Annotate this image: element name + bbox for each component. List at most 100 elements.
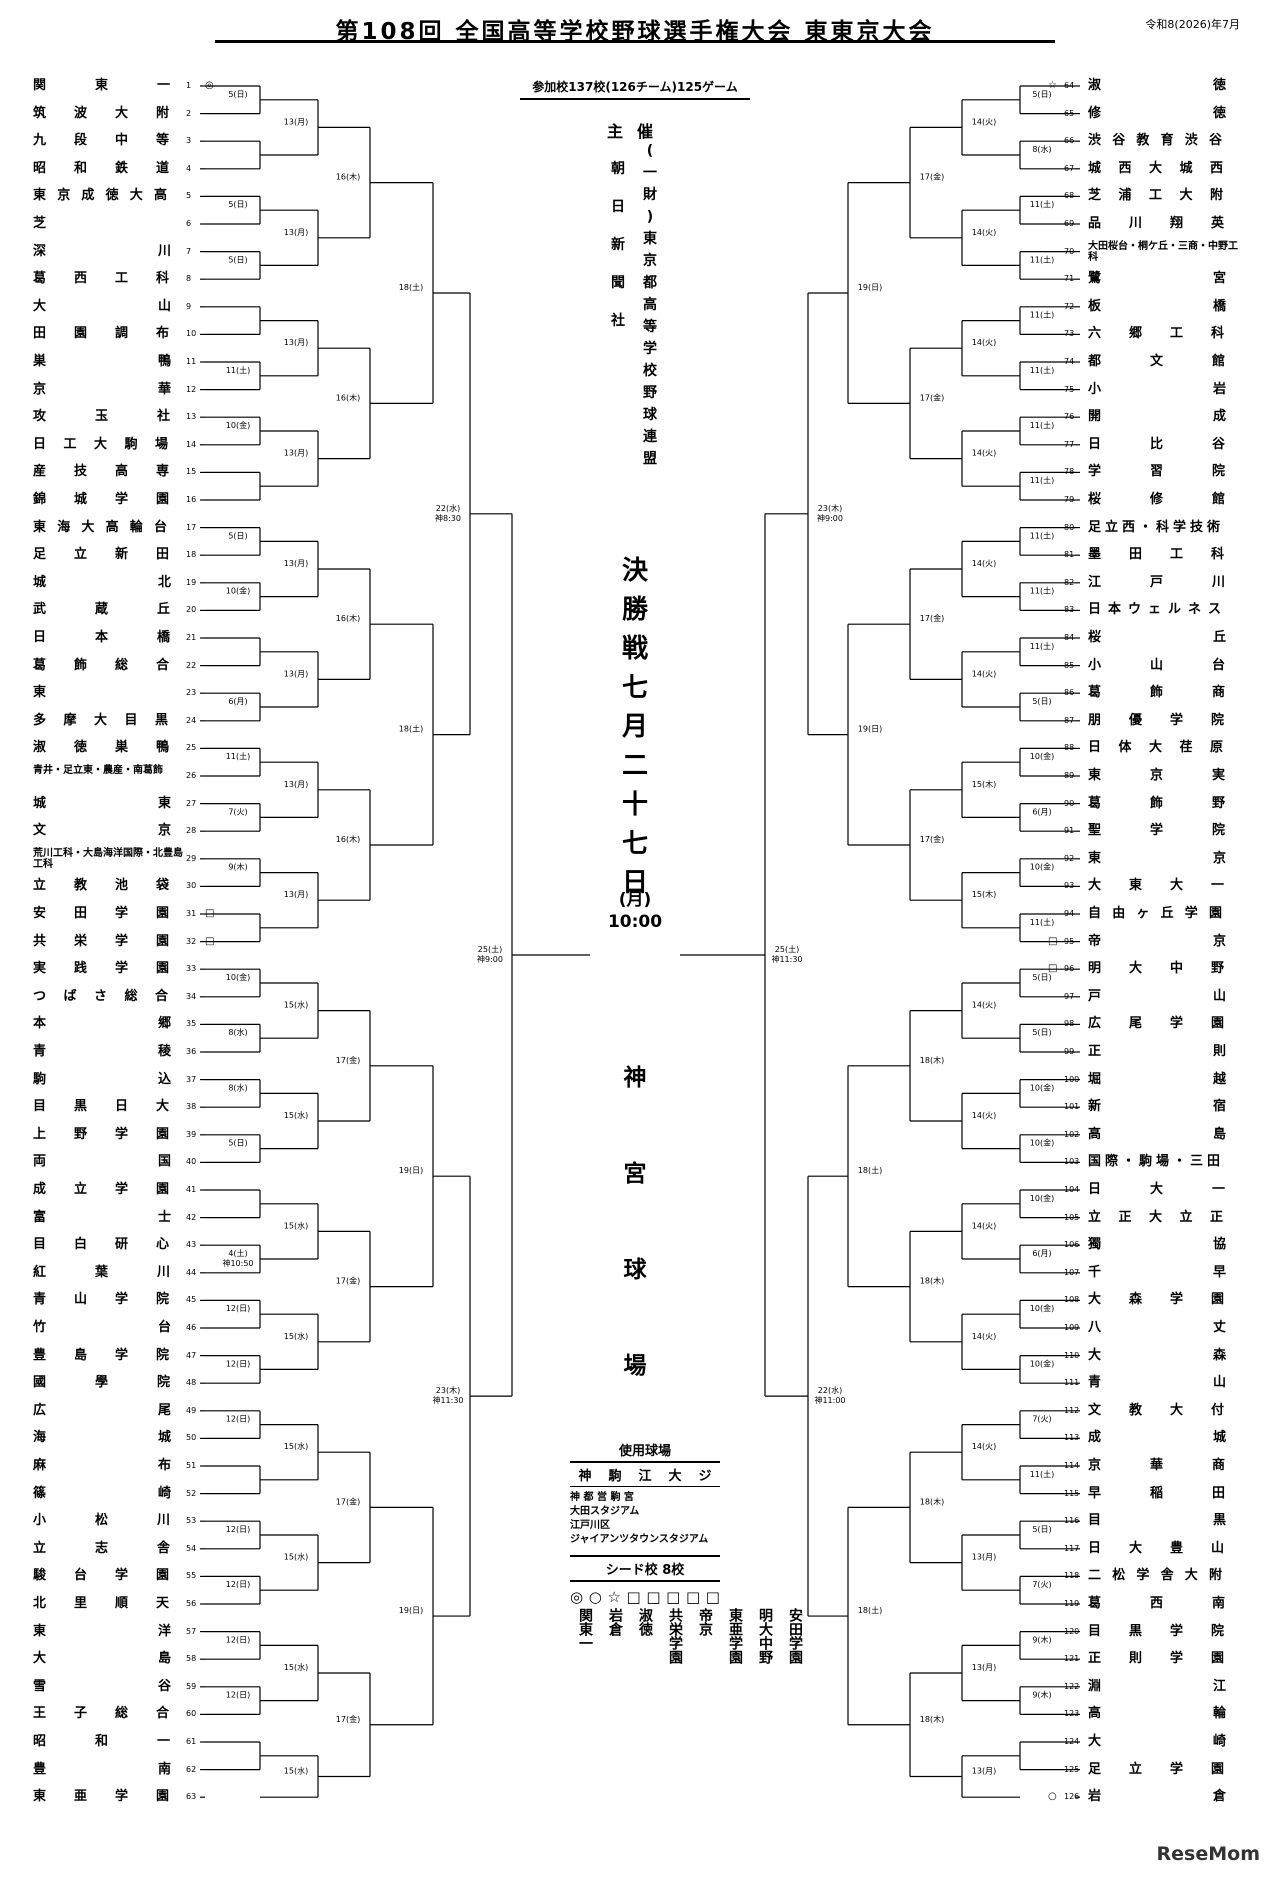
team-name: 明大中野 bbox=[1088, 961, 1253, 977]
team-number: 6 bbox=[186, 219, 192, 228]
team-name: 昭和一 bbox=[33, 1734, 220, 1749]
team-entry: 高島102 bbox=[1064, 1124, 1238, 1146]
team-name: 青山学院 bbox=[33, 1292, 198, 1308]
team-name: 錦城学園 bbox=[33, 492, 198, 507]
vertical-char: 七 bbox=[621, 829, 648, 859]
team-number: 124 bbox=[1064, 1737, 1080, 1746]
team-name: 日体大荏原 bbox=[1088, 740, 1241, 756]
round4-label: 19(日) bbox=[858, 283, 882, 292]
team-number: 16 bbox=[186, 495, 197, 504]
round3-label: 17(金) bbox=[336, 1276, 360, 1286]
vertical-char: 都 bbox=[643, 275, 657, 291]
team-entry: 帝京95□ bbox=[1048, 931, 1238, 953]
team-name: 東京実 bbox=[1088, 768, 1275, 783]
team-number: 48 bbox=[186, 1378, 197, 1388]
team-name: 桜修館 bbox=[1088, 492, 1275, 507]
team-name: 東 bbox=[33, 685, 173, 701]
team-name: 國學院 bbox=[33, 1375, 220, 1391]
team-number: 8 bbox=[186, 274, 192, 284]
team-name: 自由ヶ丘学園 bbox=[1088, 906, 1234, 921]
team-number: 64 bbox=[1064, 81, 1075, 90]
team-number: 121 bbox=[1064, 1654, 1080, 1664]
team-number: 107 bbox=[1064, 1267, 1080, 1277]
round1-label: 5(日) bbox=[1032, 1028, 1051, 1037]
team-name: 文教大付 bbox=[1088, 1402, 1253, 1418]
seed-mark: □ bbox=[205, 935, 215, 947]
round2-label: 14(火) bbox=[972, 669, 996, 678]
team-number: 74 bbox=[1064, 357, 1075, 366]
team-number: 101 bbox=[1064, 1102, 1080, 1112]
team-name: 大東大一 bbox=[1088, 878, 1253, 894]
round2-label: 13(月) bbox=[284, 338, 308, 347]
team-entry: 堀越100 bbox=[1064, 1069, 1238, 1091]
team-number: 22 bbox=[186, 660, 197, 670]
host-organizer-2: (一財)東京都高等学校野球連盟 bbox=[640, 140, 660, 470]
round1-label: 10(金) bbox=[1030, 1193, 1054, 1203]
team-number: 19 bbox=[186, 577, 197, 587]
team-name: 足立西・科学技術 bbox=[1088, 519, 1225, 535]
round3-label: 17(金) bbox=[920, 834, 944, 844]
team-name: 葛飾野 bbox=[1088, 795, 1275, 811]
team-name: 城西大城西 bbox=[1088, 160, 1241, 176]
team-name: 東海大高輪台 bbox=[33, 519, 179, 535]
team-name: 東京成徳大高 bbox=[33, 188, 179, 204]
round2-label: 15(木) bbox=[972, 889, 996, 899]
team-name: 開成 bbox=[1088, 409, 1226, 425]
round1-label: 10(金) bbox=[1030, 1358, 1054, 1368]
round1-label: 11(土) bbox=[226, 751, 250, 761]
round1-label: 10(金) bbox=[226, 420, 250, 430]
team-name: 正則 bbox=[1088, 1044, 1226, 1059]
seed-schools: 関東一岩倉淑徳共栄学園帝京東亜学園明大中野安田学園 bbox=[570, 1608, 803, 1728]
team-number: 72 bbox=[1064, 301, 1075, 311]
team-number: 59 bbox=[186, 1681, 197, 1691]
round2-label: 15(水) bbox=[284, 1662, 308, 1672]
team-number: 18 bbox=[186, 550, 197, 560]
team-name: 安田学園 bbox=[33, 906, 198, 921]
team-entry: 開成 76 bbox=[1064, 406, 1238, 428]
team-number: 33 bbox=[186, 964, 197, 974]
round5-label: 23(木) bbox=[436, 1385, 460, 1395]
round2-label: 14(火) bbox=[972, 559, 996, 568]
team-name: 富士 bbox=[33, 1209, 284, 1225]
team-number: 96 bbox=[1064, 964, 1075, 974]
vertical-char: 球 bbox=[643, 407, 657, 423]
round2-label: 14(火) bbox=[972, 117, 996, 126]
team-name: 京華商 bbox=[1088, 1458, 1275, 1473]
vertical-char: 勝 bbox=[621, 595, 648, 625]
team-number: 80 bbox=[1064, 522, 1075, 532]
round2-label: 14(火) bbox=[972, 449, 996, 458]
team-number: 76 bbox=[1064, 412, 1075, 422]
team-number: 31 bbox=[186, 909, 197, 918]
round1-label: 10(金) bbox=[1030, 751, 1054, 761]
team-number: 75 bbox=[1064, 384, 1075, 394]
team-number: 90 bbox=[1064, 798, 1075, 808]
team-entry: 東京92 bbox=[1064, 848, 1238, 870]
round3-label: 17(金) bbox=[920, 613, 944, 623]
vertical-char: 朝 bbox=[611, 161, 625, 177]
